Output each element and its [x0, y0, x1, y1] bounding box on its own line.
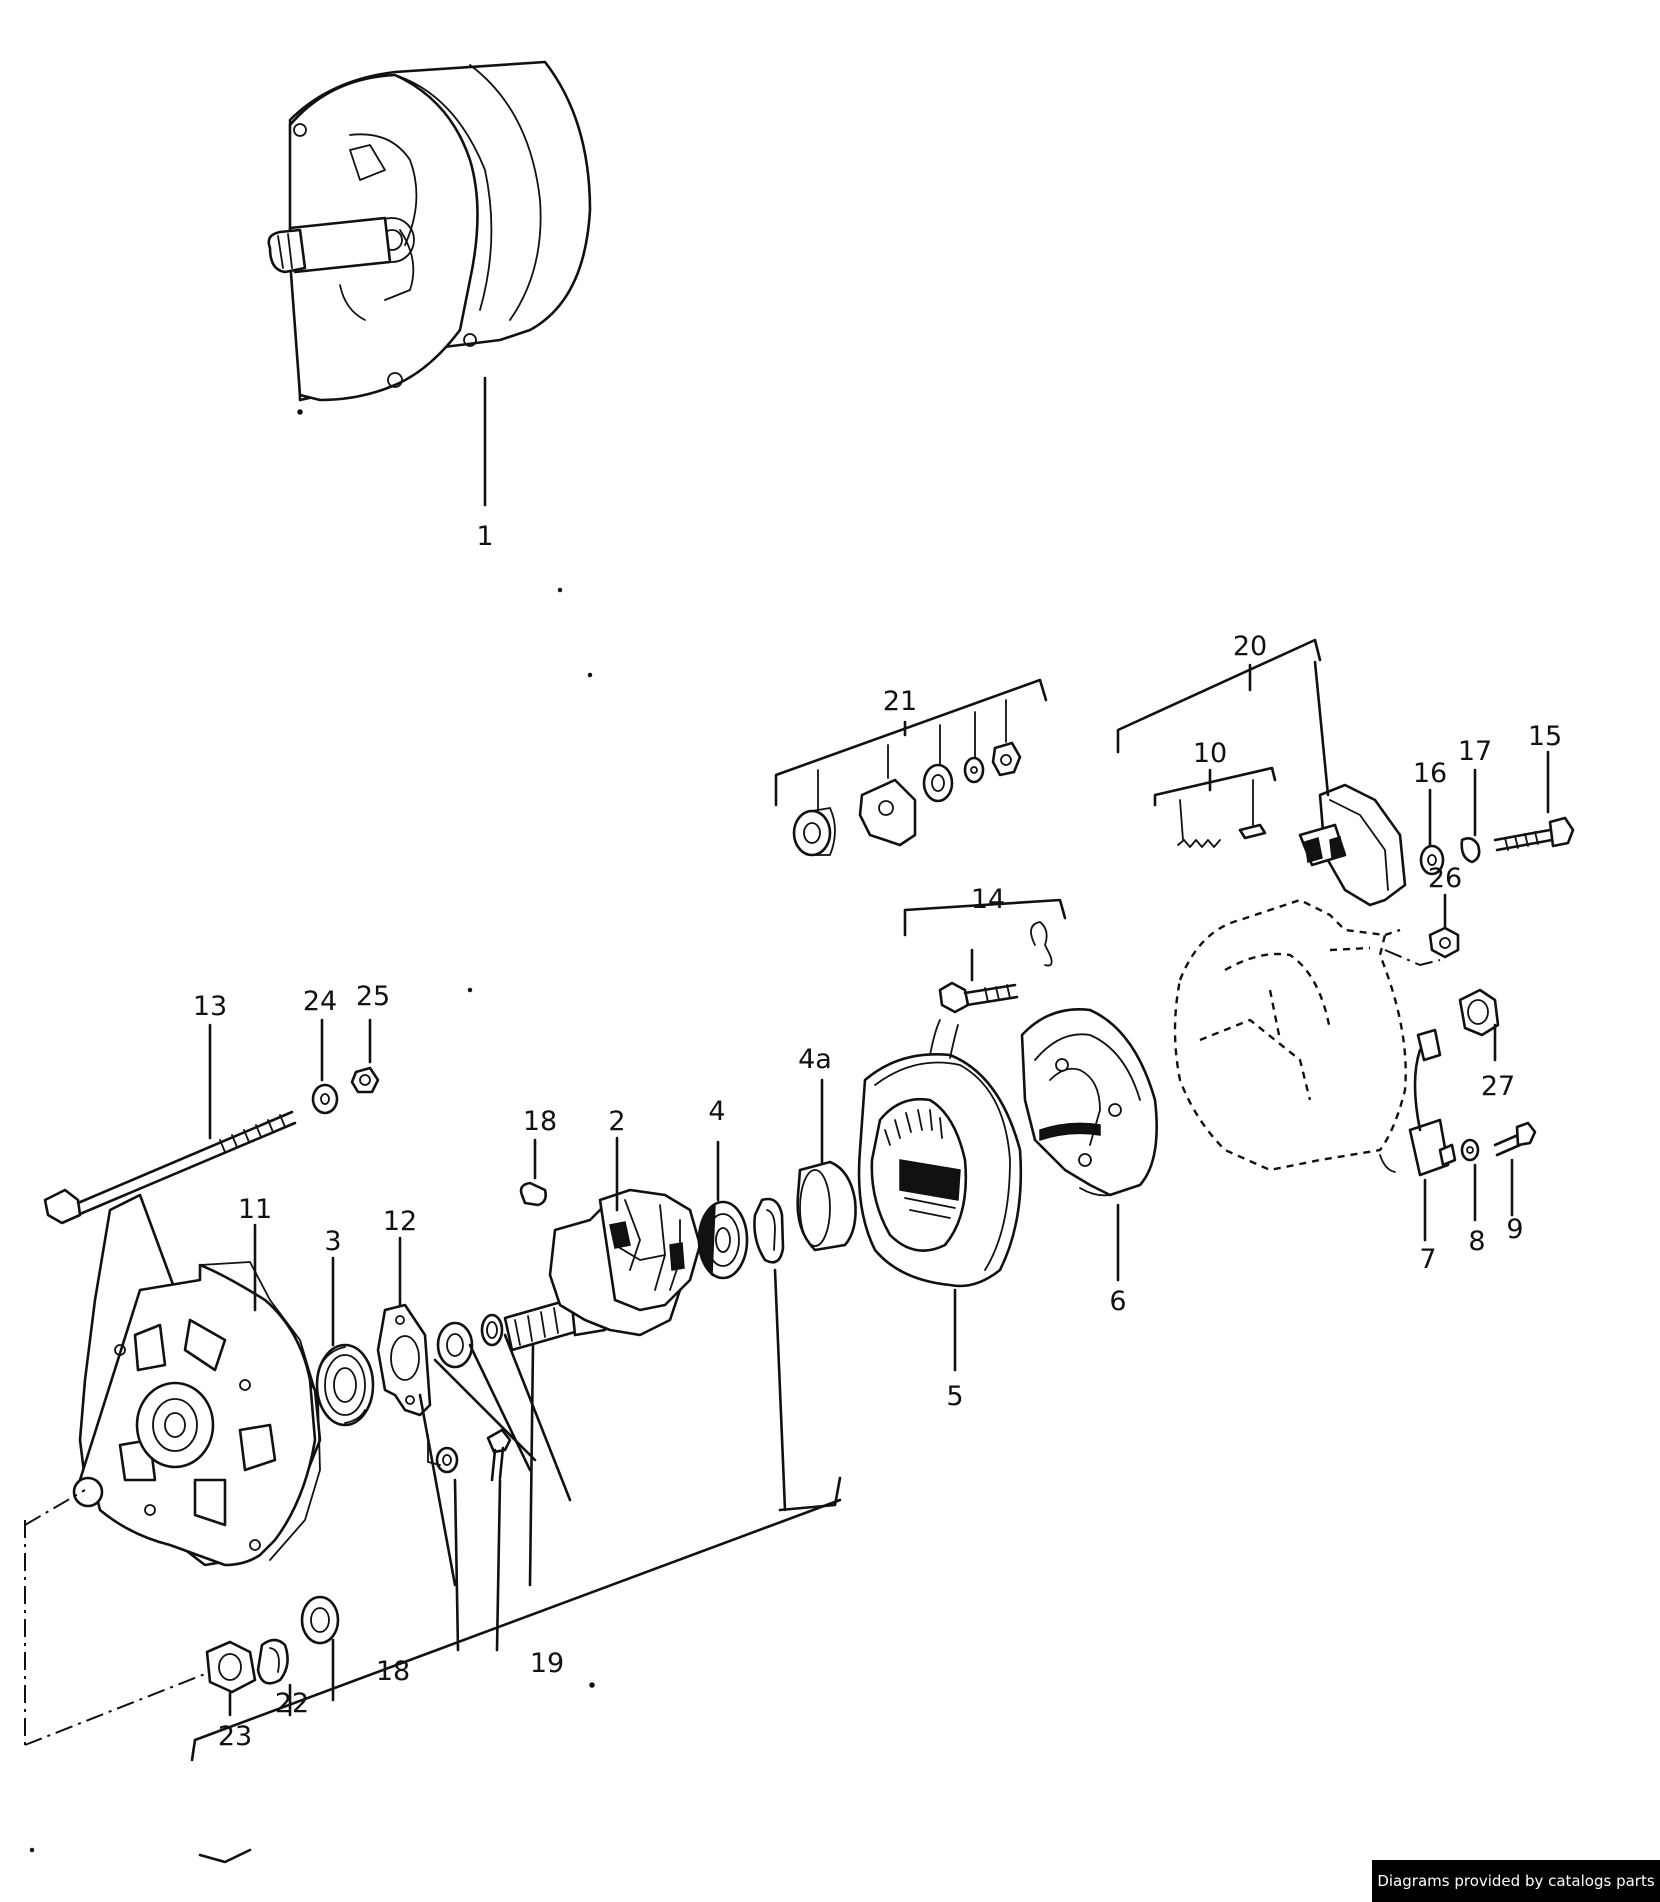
- part-1-alternator-assembly[interactable]: [267, 60, 592, 507]
- part-20-bracket: [1116, 638, 1322, 754]
- part-21-bushing[interactable]: [792, 807, 836, 857]
- label-part-25: 25: [356, 981, 390, 1012]
- label-part-19: 19: [530, 1648, 564, 1679]
- label-part-15: 15: [1528, 721, 1562, 752]
- part-4a-bearing-cap[interactable]: [796, 1078, 857, 1252]
- part-6-rectifier[interactable]: [1020, 1008, 1158, 1282]
- part-14-bracket: [903, 898, 1067, 937]
- part-12-retainer-plate[interactable]: [376, 1236, 432, 1417]
- part-8-washer[interactable]: [1460, 1138, 1480, 1222]
- part-11-drive-end-housing[interactable]: [72, 1193, 322, 1567]
- label-part-18-upper: 18: [523, 1106, 557, 1137]
- part-14-bolt[interactable]: [938, 948, 1019, 1014]
- part-21-leaders: [817, 699, 1007, 811]
- label-part-4a: 4a: [798, 1044, 832, 1075]
- part-24-washer[interactable]: [311, 1018, 339, 1115]
- part-15-screw[interactable]: [1493, 750, 1575, 852]
- label-part-26: 26: [1428, 863, 1462, 894]
- label-part-7: 7: [1419, 1244, 1436, 1275]
- label-part-16: 16: [1413, 758, 1447, 789]
- label-part-2: 2: [608, 1106, 625, 1137]
- part-labels: 1 21 20 10 16 17 15 26 14 27 13 24 25 4a…: [193, 521, 1562, 1752]
- part-7-suppression-capacitor[interactable]: [1379, 1028, 1457, 1242]
- part-10-brush-set[interactable]: [1153, 766, 1277, 848]
- label-part-13: 13: [193, 991, 227, 1022]
- part-4-bearing[interactable]: [697, 1140, 749, 1280]
- label-part-14: 14: [971, 884, 1005, 915]
- part-17-lock-washer[interactable]: [1460, 768, 1481, 864]
- part-3-bearing[interactable]: [315, 1256, 375, 1427]
- scan-specks: [29, 409, 595, 1853]
- part-9-screw[interactable]: [1493, 1121, 1537, 1217]
- part-26-nut[interactable]: [1428, 893, 1460, 959]
- label-part-17: 17: [1458, 736, 1492, 767]
- label-part-10: 10: [1193, 738, 1227, 769]
- label-part-27: 27: [1481, 1071, 1515, 1102]
- part-27-cap-nut[interactable]: [1458, 988, 1500, 1062]
- label-part-24: 24: [303, 986, 337, 1017]
- part-16-washer[interactable]: [1419, 788, 1445, 876]
- label-part-20: 20: [1233, 631, 1267, 662]
- label-part-23: 23: [218, 1721, 252, 1752]
- part-21-washer[interactable]: [922, 763, 954, 803]
- label-part-18-lower: 18: [376, 1656, 410, 1687]
- part-19-o-ring[interactable]: [480, 1313, 504, 1347]
- part-14-spring-clip[interactable]: [1030, 921, 1053, 967]
- part-19-seal-ring[interactable]: [753, 1197, 785, 1264]
- label-part-8: 8: [1468, 1226, 1485, 1257]
- part-18-woodruff-key[interactable]: [519, 1138, 547, 1207]
- label-part-21: 21: [883, 686, 917, 717]
- label-part-6: 6: [1109, 1286, 1126, 1317]
- part-25-lock-nut[interactable]: [350, 1018, 380, 1094]
- slip-ring-end-housing-outline: [1173, 898, 1441, 1172]
- label-part-12: 12: [383, 1206, 417, 1237]
- label-part-9: 9: [1506, 1214, 1523, 1245]
- part-20-voltage-regulator[interactable]: [1298, 660, 1407, 907]
- part-19-screw[interactable]: [486, 1428, 512, 1482]
- part-23-pulley-nut[interactable]: [205, 1640, 257, 1717]
- part-13-through-bolt[interactable]: [43, 1023, 297, 1225]
- label-part-3: 3: [324, 1226, 341, 1257]
- part-2-rotor[interactable]: [503, 1136, 702, 1352]
- label-part-11: 11: [238, 1194, 272, 1225]
- part-21-lock-washer[interactable]: [963, 756, 985, 784]
- leader-lines: [24, 1268, 842, 1864]
- label-part-22: 22: [275, 1688, 309, 1719]
- part-22-spring-washer[interactable]: [256, 1638, 292, 1717]
- label-part-4: 4: [708, 1096, 725, 1127]
- diagram-credit-badge: Diagrams provided by catalogs parts: [1372, 1860, 1660, 1902]
- part-21-nut[interactable]: [991, 741, 1022, 777]
- label-part-5: 5: [946, 1381, 963, 1412]
- part-21-insulator[interactable]: [858, 778, 917, 847]
- part-19-spacer-ring[interactable]: [436, 1321, 474, 1369]
- part-5-stator[interactable]: [857, 1019, 1023, 1372]
- label-part-1: 1: [476, 521, 493, 552]
- part-21-bracket: [774, 678, 1048, 807]
- part-19-washer-small[interactable]: [435, 1446, 459, 1474]
- part-18-spacer-washer[interactable]: [300, 1595, 340, 1702]
